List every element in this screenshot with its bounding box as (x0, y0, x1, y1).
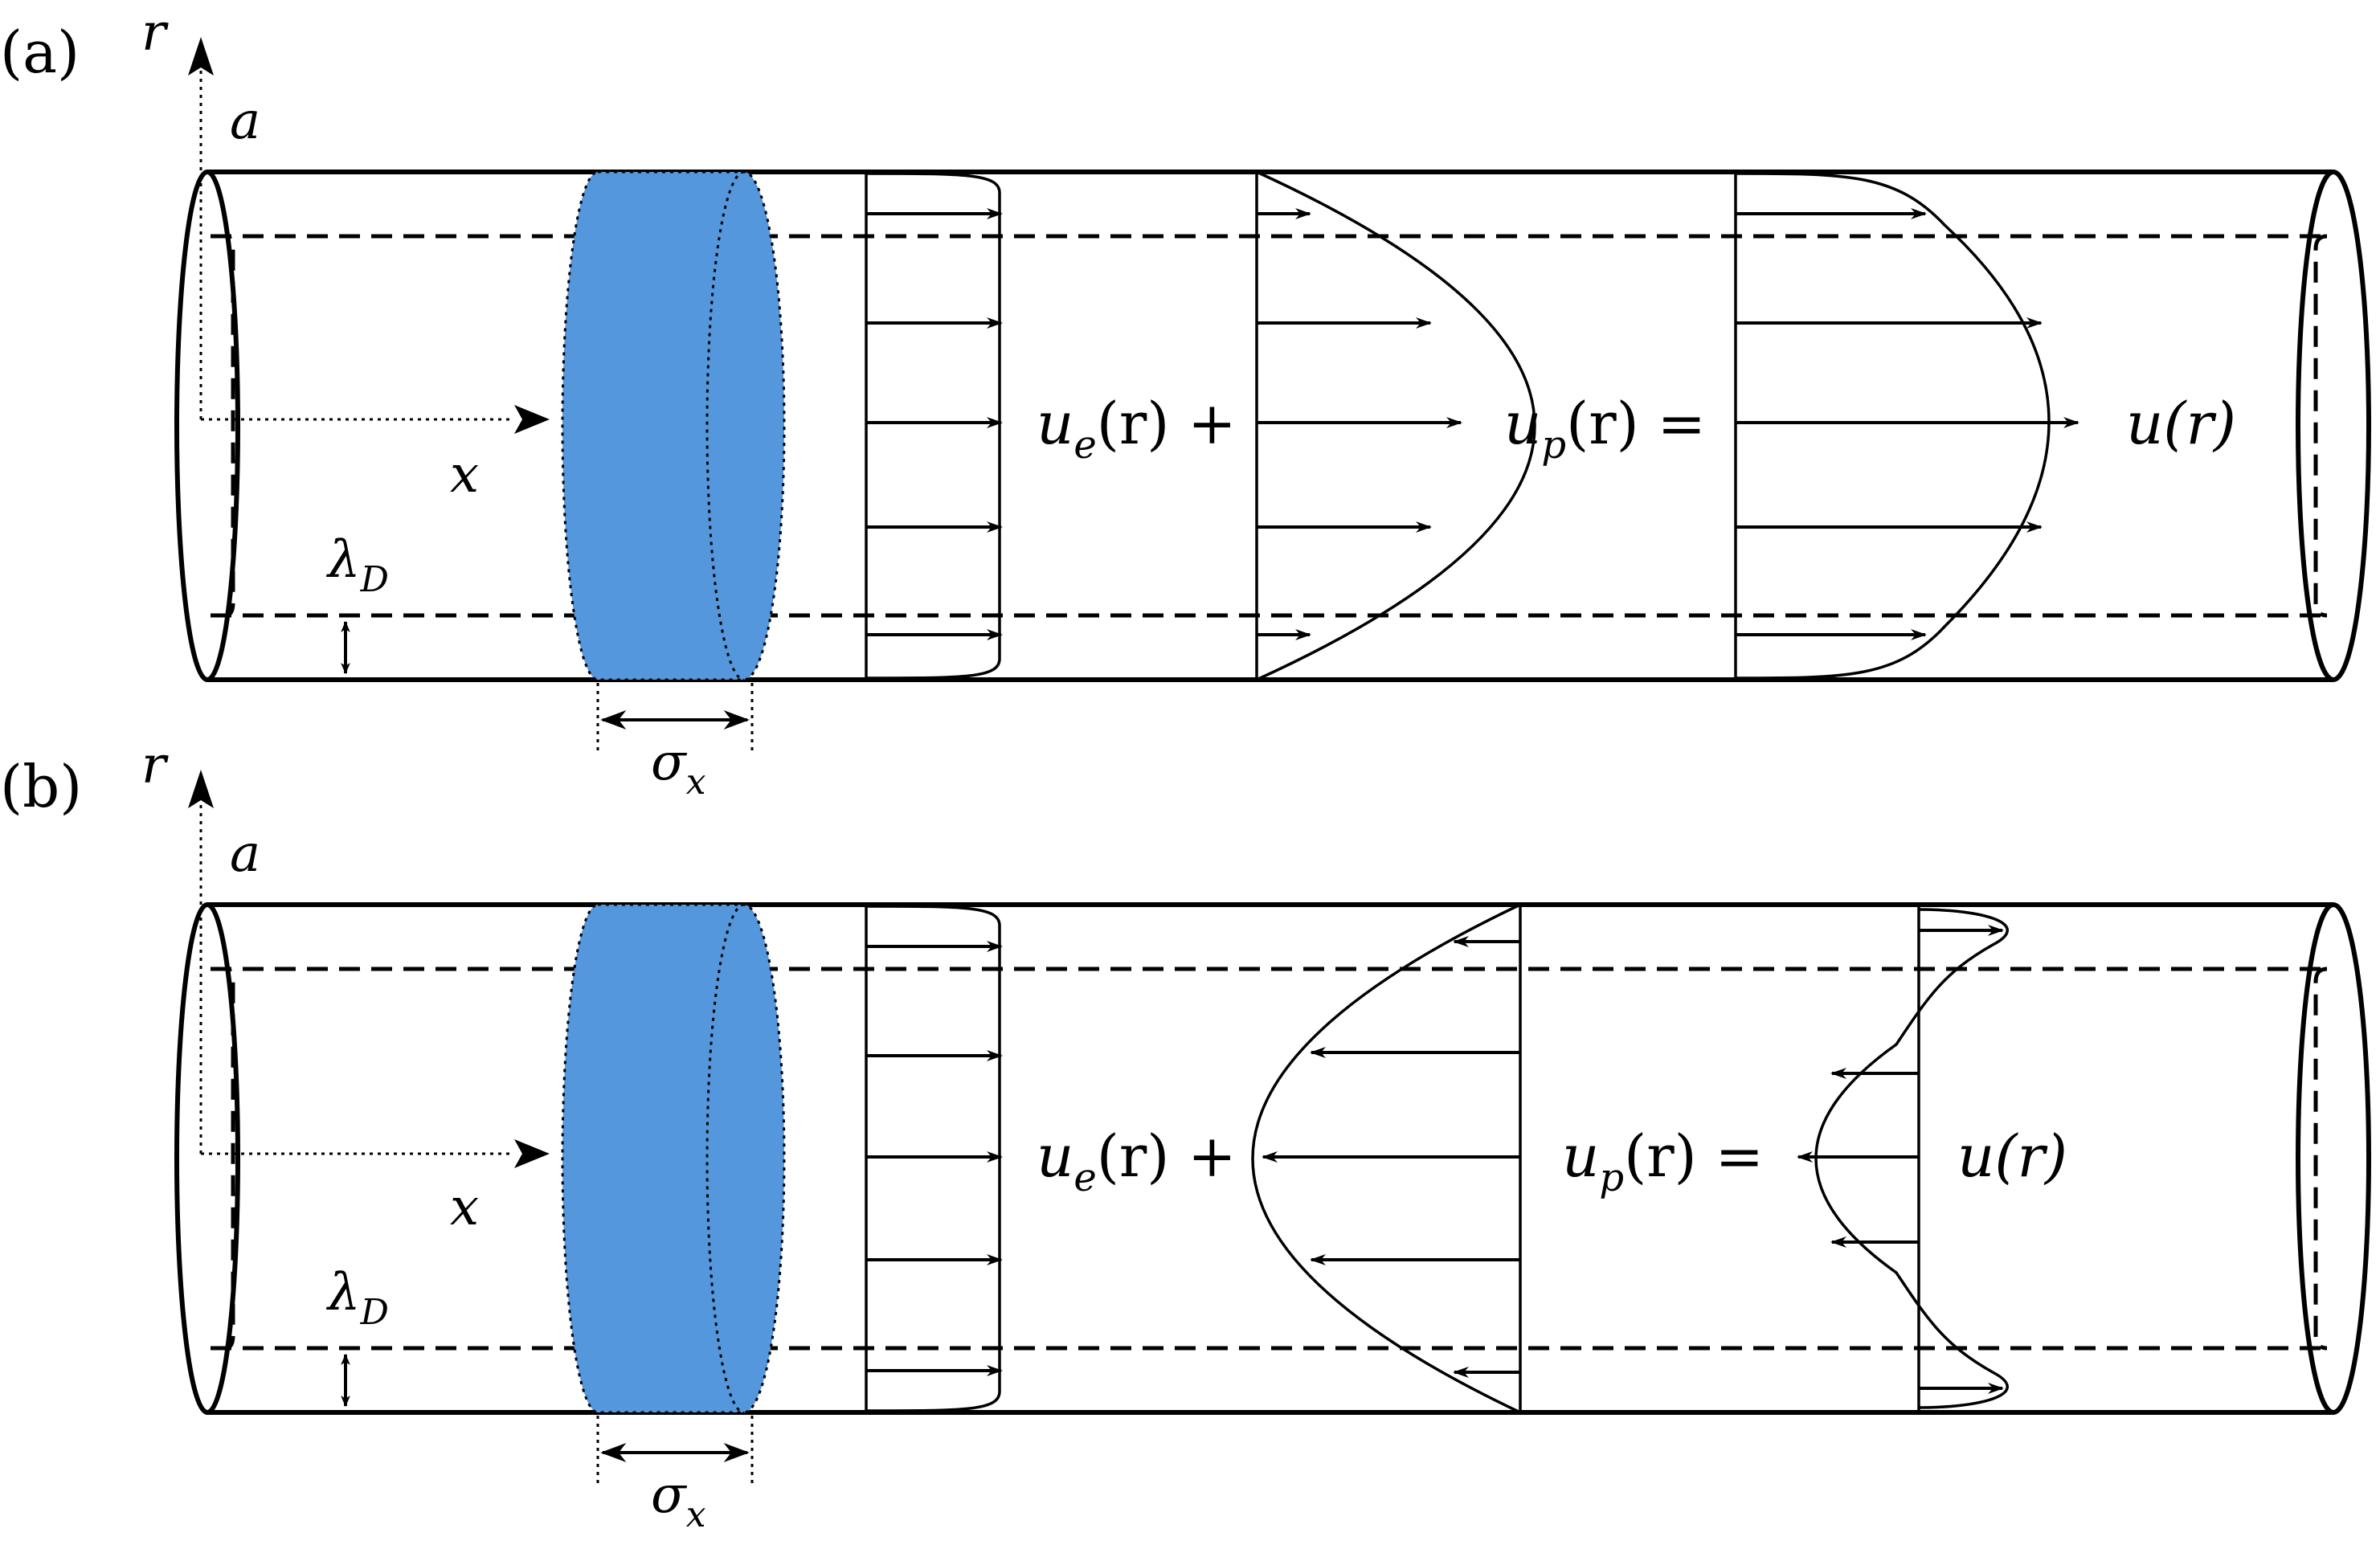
x-axis-label: x (450, 1178, 479, 1237)
sample-band (561, 903, 786, 1414)
up-profile-curve (1251, 903, 1521, 1414)
r-axis-label: r (141, 3, 169, 63)
r-axis-label: r (141, 736, 169, 795)
sigma-label: σx (651, 1465, 706, 1535)
tube-right-end (2296, 170, 2371, 682)
x-axis-label: x (450, 445, 479, 505)
x-axis-arrowhead (514, 405, 550, 434)
debye-layer-left-inner (211, 967, 235, 1351)
up-profile-curve (1256, 170, 1536, 681)
sigma-label: σx (651, 733, 706, 803)
debye-length-label: λD (325, 530, 389, 600)
up-velocity-arrows (1257, 208, 1462, 640)
a-radius-label: a (230, 824, 260, 884)
debye-length-label: λD (325, 1263, 389, 1333)
tube-right-end (2296, 902, 2371, 1415)
debye-layer-right-inner (2313, 967, 2328, 1351)
sample-band (561, 170, 786, 681)
x-axis-arrowhead (514, 1139, 550, 1168)
tube-left-end (174, 170, 240, 682)
panel-tag: (a) (0, 18, 80, 86)
ue-velocity-arrows (866, 941, 1003, 1376)
a-radius-label: a (230, 92, 260, 151)
debye-layer-right-inner (2313, 234, 2328, 618)
u-velocity-arrows (1797, 925, 2004, 1394)
up-velocity-arrows (1262, 936, 1520, 1378)
debye-layer-left-inner (211, 234, 235, 618)
up-term-label: up(r) = (1504, 390, 1706, 468)
r-axis-arrowhead (188, 37, 214, 76)
ue-term-label: ue(r) + (1037, 390, 1237, 468)
u-total-label: u(r) (1957, 1122, 2067, 1190)
panel-a: (a) r a x λD σx (0, 3, 2371, 803)
u-velocity-arrows (1736, 208, 2079, 640)
ue-profile-curve (865, 172, 1001, 680)
panel-b: (b) r a x λD σx ue(r (0, 736, 2371, 1535)
u-total-label: u(r) (2126, 390, 2236, 457)
tube-left-end (174, 902, 240, 1415)
up-term-label: up(r) = (1562, 1122, 1764, 1200)
u-profile-curve (1735, 172, 2051, 680)
panel-tag: (b) (0, 753, 82, 820)
ue-velocity-arrows (866, 208, 1003, 640)
r-axis-arrowhead (188, 770, 214, 808)
ue-term-label: ue(r) + (1037, 1122, 1237, 1200)
